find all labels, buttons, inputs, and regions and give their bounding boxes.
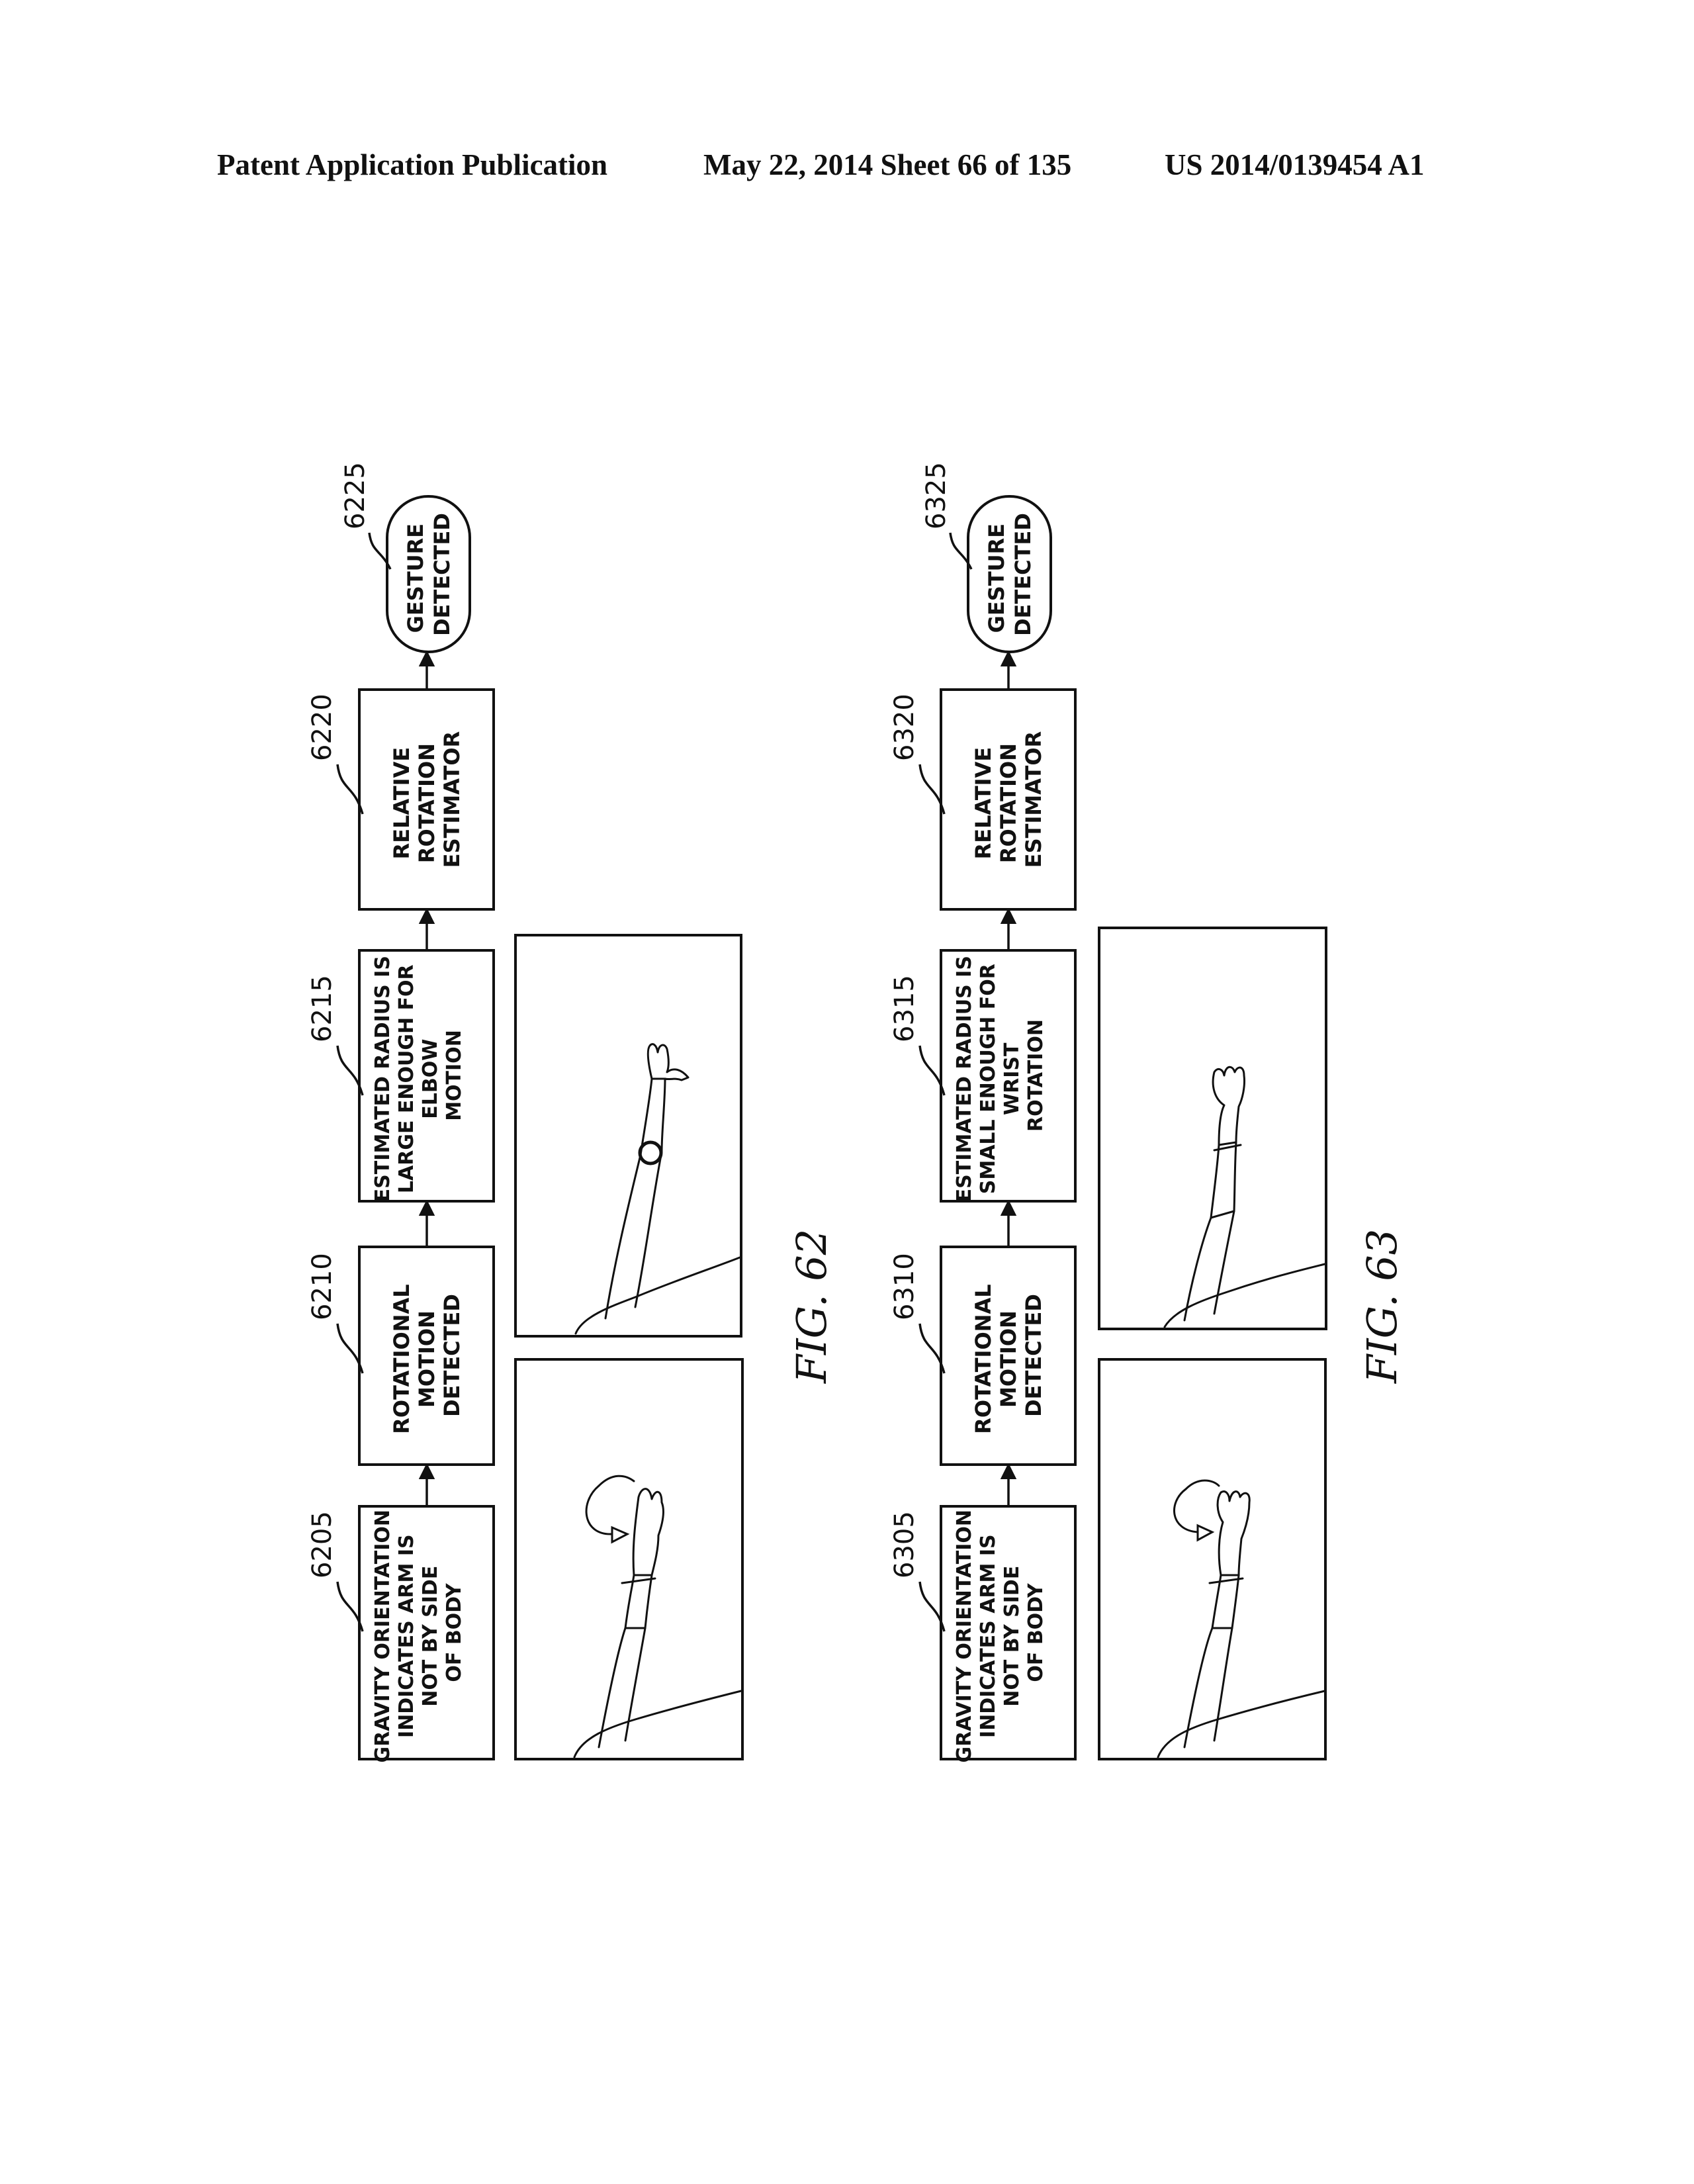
rotation-arm-drawing-63	[1157, 1479, 1326, 1758]
leader-6205	[336, 1581, 364, 1632]
illustration-gesture-rotation-62	[514, 1358, 744, 1760]
date-sheet: May 22, 2014 Sheet 66 of 135	[703, 148, 1072, 181]
elbow-arm-drawing	[574, 1043, 741, 1335]
ref-6305: 6305	[889, 1511, 920, 1578]
box-6320	[940, 688, 1077, 911]
ref-6320: 6320	[889, 694, 920, 761]
patent-number: US 2014/0139454 A1	[1165, 148, 1425, 181]
ref-6315: 6315	[889, 975, 920, 1042]
ref-6210: 6210	[307, 1253, 337, 1320]
leader-6215	[336, 1045, 364, 1096]
figure-63-caption: FIG. 63	[1358, 1229, 1406, 1384]
box-6320-text: RELATIVE ROTATION ESTIMATOR	[971, 731, 1046, 868]
terminal-6325	[967, 495, 1052, 653]
terminal-6325-text: GESTURE DETECTED	[984, 513, 1036, 636]
leader-6210	[336, 1323, 364, 1374]
leader-6315	[918, 1045, 946, 1096]
terminal-6225	[386, 495, 471, 653]
leader-6225	[368, 532, 392, 570]
leader-6325	[949, 532, 973, 570]
box-6210-text: ROTATIONAL MOTION DETECTED	[389, 1277, 465, 1433]
figure-62: GRAVITY ORIENTATION INDICATES ARM IS NOT…	[307, 462, 836, 1762]
box-6310-text: ROTATIONAL MOTION DETECTED	[971, 1277, 1046, 1433]
box-6315	[940, 949, 1077, 1203]
box-6310	[940, 1246, 1077, 1466]
box-6210	[358, 1246, 495, 1466]
box-6220-text: RELATIVE ROTATION ESTIMATOR	[389, 731, 465, 868]
ref-6220: 6220	[307, 694, 337, 761]
ref-6215: 6215	[307, 975, 337, 1042]
illustration-wrist-rotation	[1098, 927, 1327, 1330]
ref-6205: 6205	[307, 1511, 337, 1578]
ref-6310: 6310	[889, 1253, 920, 1320]
publication-title: Patent Application Publication	[217, 148, 608, 181]
illustration-elbow-motion	[514, 934, 742, 1338]
box-6205-text: GRAVITY ORIENTATION INDICATES ARM IS NOT…	[371, 1503, 466, 1763]
leader-6220	[336, 764, 364, 815]
figure-63: GRAVITY ORIENTATION INDICATES ARM IS NOT…	[889, 462, 1406, 1762]
ref-6325: 6325	[921, 462, 952, 529]
wrist-arm-drawing	[1163, 1066, 1326, 1328]
box-6220	[358, 688, 495, 911]
illustration-gesture-rotation-63	[1098, 1358, 1327, 1760]
terminal-6225-text: GESTURE DETECTED	[403, 513, 455, 636]
figure-62-caption: FIG. 62	[787, 1229, 836, 1384]
leader-6310	[918, 1323, 946, 1374]
box-6305-text: GRAVITY ORIENTATION INDICATES ARM IS NOT…	[953, 1503, 1048, 1763]
rotation-arm-drawing-62	[573, 1475, 742, 1758]
box-6315-text: ESTIMATED RADIUS IS SMALL ENOUGH FOR WRI…	[953, 949, 1048, 1203]
leader-6305	[918, 1581, 946, 1632]
box-6205	[358, 1505, 495, 1760]
leader-6320	[918, 764, 946, 815]
box-6215	[358, 949, 495, 1203]
box-6215-text: ESTIMATED RADIUS IS LARGE ENOUGH FOR ELB…	[371, 949, 466, 1203]
ref-6225: 6225	[340, 462, 371, 529]
box-6305	[940, 1505, 1077, 1760]
